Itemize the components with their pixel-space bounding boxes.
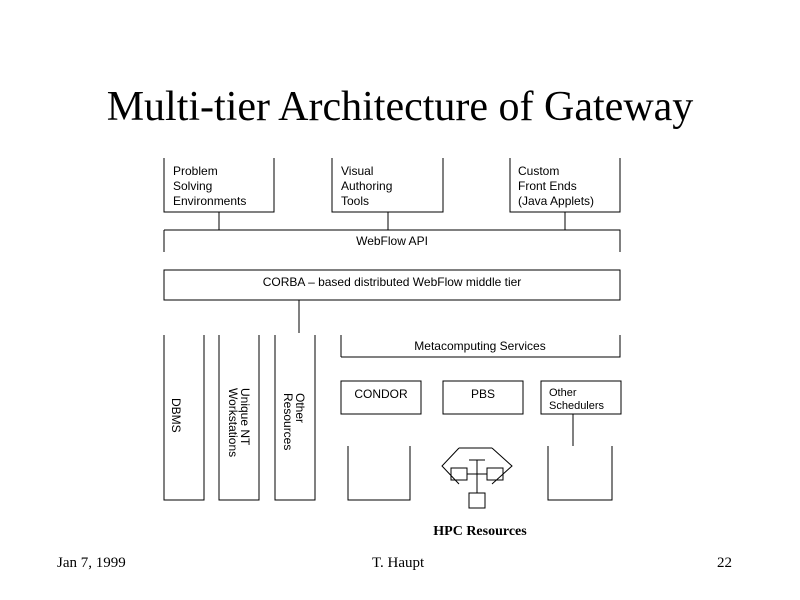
pbs-box bbox=[442, 380, 524, 415]
other-schedulers-label-1: Other bbox=[549, 387, 577, 399]
condor-box bbox=[340, 380, 422, 415]
hpc-resources-label: HPC Resources bbox=[433, 524, 527, 539]
problem-solving-label-1: Problem bbox=[173, 164, 218, 178]
dbms-box bbox=[163, 335, 205, 501]
custom-front-ends-label-3: (Java Applets) bbox=[518, 194, 594, 208]
dbms-label: DBMS bbox=[169, 398, 183, 433]
metacomputing-bracket bbox=[340, 335, 621, 358]
other-resources-box bbox=[274, 335, 316, 501]
footer-page-number: 22 bbox=[717, 555, 732, 571]
middle-tier-box bbox=[163, 269, 621, 301]
visual-authoring-label-3: Tools bbox=[341, 194, 369, 208]
custom-front-ends-label-1: Custom bbox=[518, 164, 559, 178]
cluster-icon bbox=[441, 447, 513, 509]
metacomputing-label: Metacomputing Services bbox=[414, 339, 545, 353]
problem-solving-label-3: Environments bbox=[173, 194, 246, 208]
webflow-api-label: WebFlow API bbox=[356, 234, 428, 248]
visual-authoring-label-1: Visual bbox=[341, 164, 373, 178]
middle-tier-label: CORBA – based distributed WebFlow middle… bbox=[263, 275, 522, 289]
footer-date: Jan 7, 1999 bbox=[57, 555, 126, 571]
footer-author: T. Haupt bbox=[372, 555, 425, 571]
other-schedulers-box bbox=[540, 380, 622, 415]
visual-authoring-label-2: Authoring bbox=[341, 179, 392, 193]
problem-solving-label-2: Solving bbox=[173, 179, 212, 193]
other-schedulers-label-2: Schedulers bbox=[549, 400, 605, 412]
hpc-bin-left bbox=[347, 446, 411, 501]
custom-front-ends-label-2: Front Ends bbox=[518, 179, 577, 193]
pbs-label: PBS bbox=[471, 387, 495, 401]
slide-title: Multi-tier Architecture of Gateway bbox=[106, 84, 694, 130]
webflow-api-bracket bbox=[164, 229, 621, 252]
condor-label: CONDOR bbox=[354, 387, 408, 401]
nt-workstations-box bbox=[218, 335, 260, 501]
hpc-bin-right bbox=[547, 446, 613, 501]
other-resources-label-1: Other bbox=[293, 393, 307, 423]
nt-workstations-label-1: Unique NT bbox=[238, 388, 252, 446]
nt-workstations-label-2: Workstations bbox=[226, 388, 240, 457]
other-resources-label-2: Resources bbox=[281, 393, 295, 450]
